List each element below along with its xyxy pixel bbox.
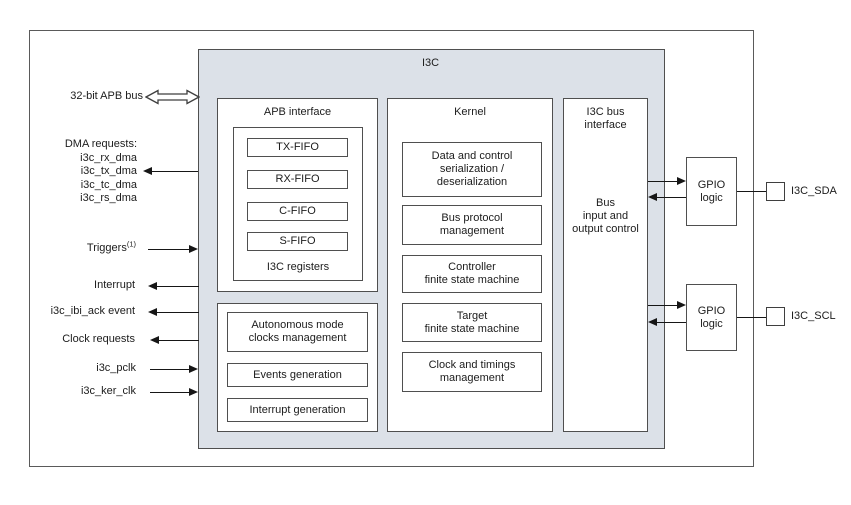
sda-out-line bbox=[648, 180, 678, 183]
gpio-logic-sda-box: GPIO logic bbox=[686, 157, 737, 226]
bus-io-control-label: Bus input and output control bbox=[563, 197, 648, 236]
kernel-title: Kernel bbox=[454, 106, 486, 118]
triggers-label: Triggers(1) bbox=[86, 239, 136, 255]
sda-out-arrowhead-icon bbox=[677, 176, 686, 185]
dma-arrowhead-icon bbox=[143, 166, 152, 175]
interrupt-line bbox=[156, 285, 199, 288]
gpio-sda-line1: GPIO bbox=[697, 178, 726, 191]
dma-tc-label: i3c_tc_dma bbox=[80, 178, 137, 191]
dma-tx-label: i3c_tx_dma bbox=[80, 165, 137, 177]
bus-protocol-box: Bus protocol management bbox=[402, 205, 542, 245]
apb-bus-label: 32-bit APB bus bbox=[70, 90, 143, 102]
events-generation-label: Events generation bbox=[253, 368, 342, 381]
serialization-box: Data and control serialization / deseria… bbox=[402, 142, 542, 197]
target-fsm-line2: finite state machine bbox=[424, 322, 520, 335]
ker-clk-label: i3c_ker_clk bbox=[80, 385, 136, 397]
tx-fifo-box: TX-FIFO bbox=[247, 138, 348, 157]
tx-fifo-label: TX-FIFO bbox=[276, 141, 319, 153]
bus-interface-title-line2: interface bbox=[584, 119, 627, 131]
triggers-text: Triggers bbox=[86, 242, 127, 254]
controller-fsm-line1: Controller bbox=[448, 261, 496, 273]
i3c-registers-label: I3C registers bbox=[266, 261, 330, 273]
i3c-block-title: I3C bbox=[421, 57, 440, 69]
rx-fifo-label: RX-FIFO bbox=[275, 173, 320, 185]
ibi-ack-label: i3c_ibi_ack event bbox=[50, 305, 135, 317]
sda-in-line bbox=[656, 196, 686, 199]
s-fifo-box: S-FIFO bbox=[247, 232, 348, 251]
events-generation-box: Events generation bbox=[227, 363, 368, 387]
i3c-scl-pad bbox=[766, 307, 785, 326]
clock-timings-box: Clock and timings management bbox=[402, 352, 542, 392]
bus-interface-box bbox=[563, 98, 648, 432]
bus-interface-title: I3C bus interface bbox=[563, 106, 648, 132]
autonomous-clocks-line1: Autonomous mode bbox=[251, 319, 344, 331]
interrupt-generation-label: Interrupt generation bbox=[249, 403, 346, 416]
serialization-line3: deserialization bbox=[436, 176, 508, 188]
bus-io-line3: output control bbox=[572, 223, 639, 235]
clock-requests-label: Clock requests bbox=[62, 333, 135, 345]
pclk-label: i3c_pclk bbox=[96, 362, 136, 374]
clock-requests-arrowhead-icon bbox=[150, 335, 159, 344]
scl-out-line bbox=[648, 304, 678, 307]
sda-in-arrowhead-icon bbox=[648, 192, 657, 201]
clock-timings-line1: Clock and timings bbox=[428, 359, 516, 371]
dma-requests-label-block: DMA requests: i3c_rx_dma i3c_tx_dma i3c_… bbox=[65, 138, 137, 206]
clock-requests-line bbox=[158, 339, 199, 342]
serialization-line2: serialization / bbox=[439, 163, 505, 175]
clock-timings-line2: management bbox=[439, 372, 505, 384]
autonomous-clocks-line2: clocks management bbox=[248, 332, 347, 344]
sda-pad-connector-line bbox=[737, 190, 766, 193]
i3c-sda-pad-label: I3C_SDA bbox=[791, 185, 837, 197]
s-fifo-label: S-FIFO bbox=[279, 235, 316, 247]
scl-pad-connector-line bbox=[737, 316, 766, 319]
pclk-line bbox=[150, 368, 190, 371]
i3c-sda-pad bbox=[766, 182, 785, 201]
target-fsm-line1: Target bbox=[456, 309, 488, 322]
controller-fsm-box: Controller finite state machine bbox=[402, 255, 542, 293]
gpio-scl-line2: logic bbox=[700, 317, 723, 330]
scl-out-arrowhead-icon bbox=[677, 300, 686, 309]
interrupt-label: Interrupt bbox=[94, 279, 135, 291]
ibi-ack-line bbox=[156, 311, 199, 314]
c-fifo-box: C-FIFO bbox=[247, 202, 348, 221]
triggers-line bbox=[148, 248, 190, 251]
autonomous-clocks-box: Autonomous mode clocks management bbox=[227, 312, 368, 352]
interrupt-generation-box: Interrupt generation bbox=[227, 398, 368, 422]
rx-fifo-box: RX-FIFO bbox=[247, 170, 348, 189]
gpio-sda-line2: logic bbox=[700, 191, 723, 204]
bus-interface-title-line1: I3C bus bbox=[586, 106, 625, 118]
triggers-footnote-sup: (1) bbox=[126, 239, 136, 249]
ker-clk-line bbox=[150, 391, 190, 394]
apb-bus-double-arrow-icon bbox=[145, 89, 200, 105]
bus-io-line1: Bus bbox=[596, 197, 615, 209]
i3c-scl-pad-label: I3C_SCL bbox=[791, 310, 836, 322]
scl-in-arrowhead-icon bbox=[648, 317, 657, 326]
controller-fsm-line2: finite state machine bbox=[424, 274, 520, 286]
gpio-scl-line1: GPIO bbox=[697, 304, 726, 317]
bus-protocol-line1: Bus protocol bbox=[441, 212, 503, 224]
dma-rx-label: i3c_rx_dma bbox=[80, 151, 137, 164]
pclk-arrowhead-icon bbox=[189, 364, 198, 373]
serialization-line1: Data and control bbox=[431, 150, 513, 162]
apb-interface-title: APB interface bbox=[263, 106, 332, 118]
target-fsm-box: Target finite state machine bbox=[402, 303, 542, 342]
ibi-ack-arrowhead-icon bbox=[148, 307, 157, 316]
triggers-arrowhead-icon bbox=[189, 244, 198, 253]
dma-rs-label: i3c_rs_dma bbox=[80, 192, 137, 204]
dma-requests-label: DMA requests: bbox=[64, 138, 137, 150]
interrupt-arrowhead-icon bbox=[148, 281, 157, 290]
gpio-logic-scl-box: GPIO logic bbox=[686, 284, 737, 351]
bus-protocol-line2: management bbox=[439, 225, 505, 237]
dma-line bbox=[151, 170, 198, 173]
ker-clk-arrowhead-icon bbox=[189, 387, 198, 396]
scl-in-line bbox=[656, 321, 686, 324]
c-fifo-label: C-FIFO bbox=[279, 205, 316, 217]
bus-io-line2: input and bbox=[582, 210, 629, 222]
